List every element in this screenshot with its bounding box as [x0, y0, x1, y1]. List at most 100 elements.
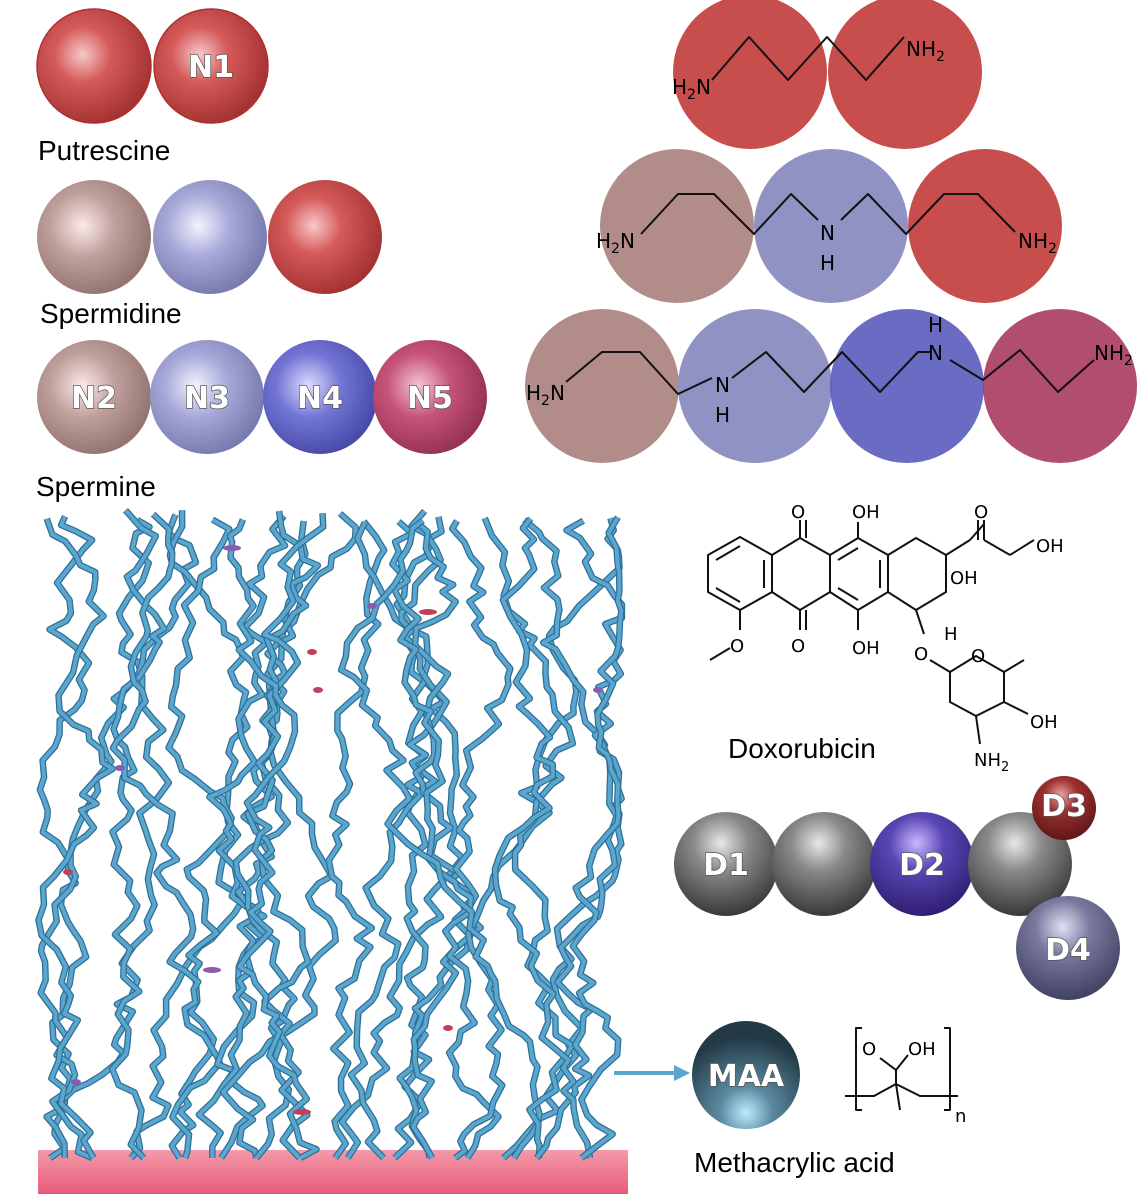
spermine-caption: Spermine	[36, 471, 156, 502]
dox-oh-ring: OH	[950, 568, 978, 589]
bead-label-d4: D4	[1045, 933, 1091, 968]
spermine-beads: N2 N3 N4 N5	[37, 340, 487, 454]
spermidine-nh: N	[820, 221, 835, 245]
spermine-h-1: H	[715, 403, 730, 427]
counter-ion	[313, 687, 323, 693]
spermine-bead-n2	[37, 340, 151, 454]
dox-h: H	[944, 624, 958, 645]
dox-oh-sugar: OH	[1030, 712, 1058, 733]
bead-label-maa: MAA	[708, 1059, 785, 1094]
counter-ions	[63, 545, 603, 1115]
dox-bead-gray-4	[968, 812, 1072, 916]
spermine-nh-2: N	[928, 341, 943, 365]
polymer-chain	[570, 516, 624, 1160]
bead-label-d2: D2	[899, 848, 945, 883]
maa-structure: O OH n	[845, 1027, 966, 1127]
dox-oh-bottom: OH	[852, 638, 880, 659]
dox-o-bottom: O	[791, 636, 805, 657]
maa-oh: OH	[908, 1039, 936, 1060]
polymer-chain	[349, 509, 449, 1160]
doxorubicin-caption: Doxorubicin	[728, 733, 876, 764]
polymer-chain	[110, 508, 166, 1160]
counter-ion	[223, 545, 241, 551]
dox-bead-d4	[1016, 896, 1120, 1000]
bead-label-n4: N4	[297, 381, 343, 416]
dox-bead-gray-2	[772, 812, 876, 916]
substrate	[38, 1150, 628, 1194]
dox-oh-top: OH	[852, 502, 880, 523]
dox-o-methoxy: O	[730, 636, 744, 657]
polymer-chain	[233, 510, 320, 1160]
bead-label-n5: N5	[407, 381, 453, 416]
spermidine-beads	[37, 180, 382, 294]
polymer-chain	[111, 512, 222, 1159]
putrescine-bead-n1	[153, 8, 269, 124]
maa-bead	[692, 1021, 800, 1129]
spermidine-h2n: H2N	[596, 229, 635, 257]
dox-o-sugar: O	[971, 646, 985, 667]
polymer-chain	[492, 517, 592, 1159]
bead-label-d3: D3	[1041, 789, 1087, 824]
polymer-chain	[411, 519, 513, 1159]
dox-o-ketone: O	[974, 502, 988, 523]
bead-label-n2: N2	[71, 381, 117, 416]
spermine-nh-1: N	[715, 373, 730, 397]
polymer-chains	[35, 508, 626, 1161]
counter-ion	[443, 1025, 453, 1031]
polymer-chain	[166, 517, 234, 1160]
bead-label-n3: N3	[184, 381, 230, 416]
polymer-chain	[37, 515, 95, 1160]
putrescine-caption: Putrescine	[38, 135, 170, 166]
counter-ion	[203, 967, 221, 973]
polymer-chain	[390, 520, 501, 1160]
counter-ion	[367, 603, 377, 609]
polymer-chain	[245, 513, 326, 1160]
putrescine-bead-1	[36, 8, 152, 124]
spermine-bead-n3	[150, 340, 264, 454]
putrescine-structure: H2N NH2	[672, 0, 982, 149]
maa-caption: Methacrylic acid	[694, 1147, 895, 1178]
spermidine-structure: H2N N H NH2	[596, 149, 1062, 303]
counter-ion	[115, 765, 125, 771]
counter-ion	[593, 687, 603, 693]
arrow-to-maa	[614, 1065, 690, 1081]
counter-ion	[419, 609, 437, 615]
polymer-chain	[453, 517, 622, 1160]
spermidine-bead-3	[268, 180, 382, 294]
counter-ion	[63, 869, 73, 875]
spermidine-h: H	[820, 251, 835, 275]
spermidine-caption: Spermidine	[40, 298, 182, 329]
maa-o: O	[862, 1039, 876, 1060]
maa-subscript-n: n	[955, 1106, 966, 1127]
dox-o-top: O	[791, 502, 805, 523]
bead-label-d1: D1	[703, 848, 749, 883]
spermine-bead-n5	[373, 340, 487, 454]
polymer-chain	[535, 518, 624, 1160]
dox-bead-d3	[1032, 776, 1096, 840]
spermine-structure: H2N N H N H NH2	[525, 309, 1137, 463]
dox-bead-d2	[870, 812, 974, 916]
spermidine-bead-2	[153, 180, 267, 294]
dox-oh-side: OH	[1036, 536, 1064, 557]
dox-nh2: NH2	[974, 750, 1009, 775]
spermine-h-2: H	[928, 313, 943, 337]
polymer-chain	[36, 518, 115, 1159]
spermidine-bead-1	[37, 180, 151, 294]
spermine-bead-n4	[263, 340, 377, 454]
polymer-chain	[339, 518, 542, 1160]
counter-ion	[71, 1079, 81, 1085]
dox-bead-d1	[674, 812, 778, 916]
doxorubicin-beads: D1 D2 D3 D4	[674, 776, 1120, 1000]
putrescine-beads: N1	[36, 8, 269, 124]
maa-bead-group: MAA	[692, 1021, 800, 1129]
counter-ion	[293, 1109, 311, 1115]
polymer-chain	[326, 520, 387, 1160]
dox-o-glyco: O	[914, 644, 928, 665]
doxorubicin-structure: O O OH OH O OH OH O H O O OH	[707, 502, 1064, 775]
polymer-chain	[228, 518, 319, 1160]
spermine-nh2: NH2	[1094, 341, 1133, 369]
counter-ion	[307, 649, 317, 655]
polymer-brush	[35, 508, 628, 1194]
bead-label-n1: N1	[188, 50, 234, 85]
